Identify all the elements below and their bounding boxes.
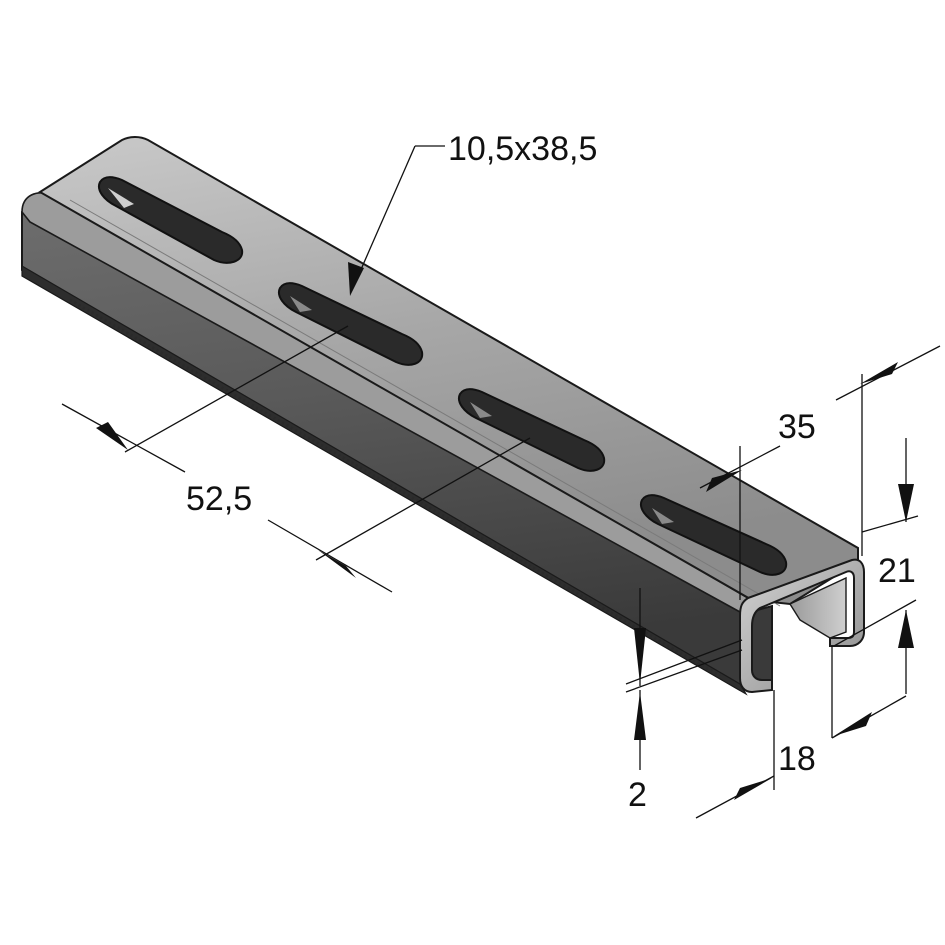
width-label: 35 <box>778 408 816 446</box>
pitch-dim-line-b <box>267 519 393 593</box>
height-ext-2 <box>833 599 917 647</box>
dimension-lines <box>61 145 941 819</box>
pitch-arrow-2 <box>318 550 356 578</box>
width-arrow-2 <box>706 470 742 492</box>
thickness-label: 2 <box>628 776 647 814</box>
opening-arrow-2 <box>734 778 772 800</box>
slot-3-highlight <box>470 402 492 418</box>
height-label: 21 <box>878 552 916 590</box>
slot-1-highlight <box>108 188 134 208</box>
slot-3 <box>458 388 606 472</box>
height-ext-1 <box>861 515 919 533</box>
slot-4 <box>640 494 788 576</box>
pitch-arrow-1 <box>96 422 128 450</box>
opening-arrow-1 <box>834 712 872 736</box>
channel-top-ridge <box>69 199 781 607</box>
width-arrow-1 <box>860 362 898 384</box>
channel-top-edge <box>21 192 750 614</box>
pitch-ext-2 <box>315 437 531 561</box>
pitch-label: 52,5 <box>186 480 252 518</box>
thickness-ext-2 <box>625 649 743 693</box>
dimension-labels: 10,5x38,5 52,5 35 21 18 2 <box>186 130 916 814</box>
pitch-ext-1 <box>124 325 349 453</box>
slot-1 <box>98 176 244 264</box>
slot-size-leader-diag <box>351 145 416 291</box>
slot-2-highlight <box>290 296 312 312</box>
slot-4-highlight <box>652 508 674 524</box>
channel-knurl-line <box>69 298 721 678</box>
slot-size-arrow <box>348 262 364 296</box>
channel-inner-lip <box>788 576 847 639</box>
thickness-arrow-1 <box>634 628 646 684</box>
pitch-dim-line-a <box>61 403 186 473</box>
thickness-ext-1 <box>625 639 743 685</box>
thickness-arrow-2 <box>634 692 646 740</box>
height-arrow-1 <box>898 484 914 522</box>
channel-body <box>21 136 865 696</box>
height-arrow-2 <box>898 610 914 648</box>
opening-label: 18 <box>778 740 816 778</box>
slots <box>98 176 788 576</box>
slot-2 <box>278 282 424 366</box>
channel-end-profile <box>739 558 865 694</box>
slot-size-label: 10,5x38,5 <box>448 130 597 168</box>
